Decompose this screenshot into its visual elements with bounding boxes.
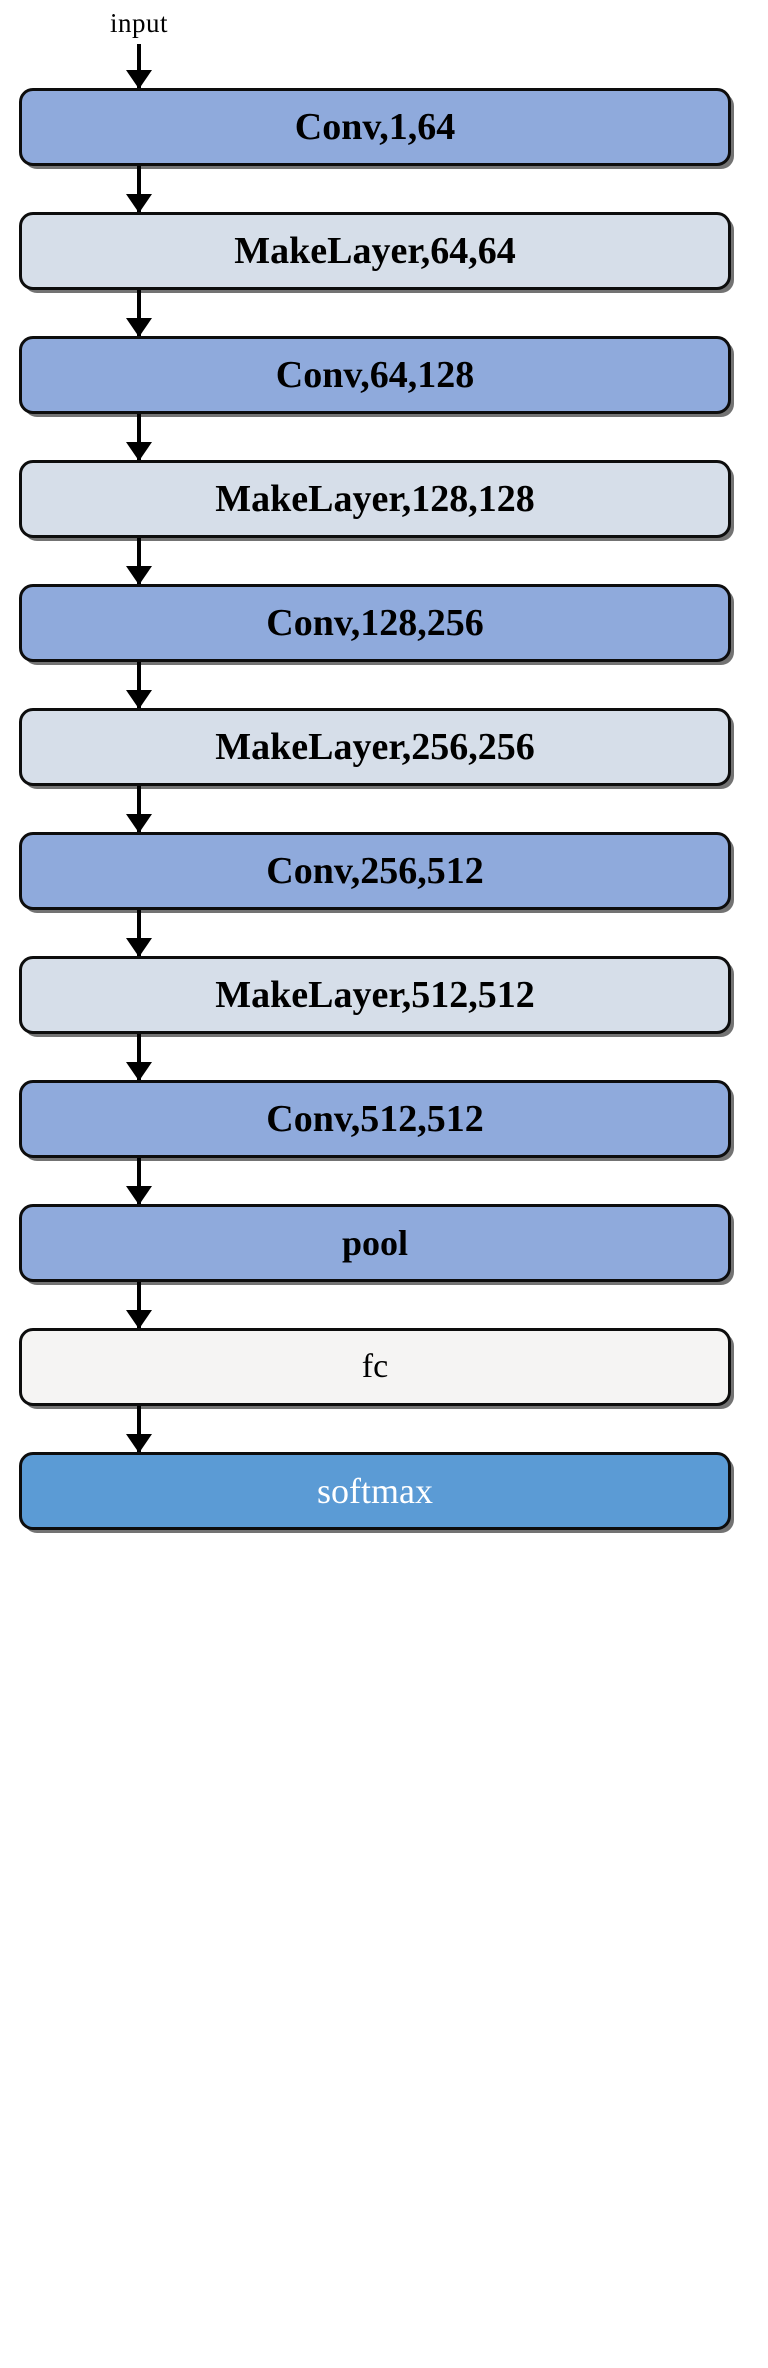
arrow-head-icon <box>126 690 152 709</box>
arrow-head-icon <box>126 318 152 337</box>
arrow-shaft <box>137 662 141 708</box>
node-label: MakeLayer,256,256 <box>215 726 535 768</box>
node-label: Conv,128,256 <box>266 602 484 644</box>
node-makelayer1[interactable]: MakeLayer,64,64 <box>19 212 731 290</box>
arrow-head-icon <box>126 70 152 89</box>
node-pool[interactable]: pool <box>19 1204 731 1282</box>
arrow-head-icon <box>126 194 152 213</box>
edge-makelayer3-to-conv4 <box>126 786 152 833</box>
node-conv4[interactable]: Conv,256,512 <box>19 832 731 910</box>
node-conv3[interactable]: Conv,128,256 <box>19 584 731 662</box>
node-label: fc <box>361 1348 389 1385</box>
edge-conv2-to-makelayer2 <box>126 414 152 461</box>
arrow-head-icon <box>126 442 152 461</box>
arrow-head-icon <box>126 1186 152 1205</box>
node-makelayer3[interactable]: MakeLayer,256,256 <box>19 708 731 786</box>
arrow-shaft <box>137 166 141 212</box>
arrow-head-icon <box>126 938 152 957</box>
edge-pool-to-fc <box>126 1282 152 1329</box>
edge-input-to-conv1 <box>126 44 152 89</box>
edge-makelayer1-to-conv2 <box>126 290 152 337</box>
node-label: MakeLayer,64,64 <box>234 230 516 272</box>
edge-makelayer4-to-conv5 <box>126 1034 152 1081</box>
node-label: pool <box>341 1223 409 1263</box>
arrow-head-icon <box>126 814 152 833</box>
arrow-shaft <box>137 538 141 584</box>
edge-conv5-to-pool <box>126 1158 152 1205</box>
edge-conv4-to-makelayer4 <box>126 910 152 957</box>
arrow-shaft <box>137 910 141 956</box>
arrow-head-icon <box>126 1062 152 1081</box>
arrow-shaft <box>137 44 141 88</box>
arrow-head-icon <box>126 1310 152 1329</box>
edge-conv3-to-makelayer3 <box>126 662 152 709</box>
node-label: MakeLayer,512,512 <box>215 974 535 1016</box>
node-conv2[interactable]: Conv,64,128 <box>19 336 731 414</box>
node-label: softmax <box>317 1471 433 1511</box>
node-label: Conv,256,512 <box>266 850 484 892</box>
node-label: Conv,1,64 <box>294 106 456 148</box>
arrow-head-icon <box>126 1434 152 1453</box>
node-conv1[interactable]: Conv,1,64 <box>19 88 731 166</box>
arrow-shaft <box>137 1158 141 1204</box>
node-makelayer4[interactable]: MakeLayer,512,512 <box>19 956 731 1034</box>
edge-conv1-to-makelayer1 <box>126 166 152 213</box>
node-label: MakeLayer,128,128 <box>215 478 535 520</box>
node-makelayer2[interactable]: MakeLayer,128,128 <box>19 460 731 538</box>
arrow-head-icon <box>126 566 152 585</box>
arrow-shaft <box>137 1282 141 1328</box>
node-fc[interactable]: fc <box>19 1328 731 1406</box>
edge-makelayer2-to-conv3 <box>126 538 152 585</box>
node-softmax[interactable]: softmax <box>19 1452 731 1530</box>
arrow-shaft <box>137 1406 141 1452</box>
node-label: Conv,512,512 <box>266 1098 484 1140</box>
arrow-shaft <box>137 290 141 336</box>
node-conv5[interactable]: Conv,512,512 <box>19 1080 731 1158</box>
node-label: Conv,64,128 <box>275 354 475 396</box>
input-label: input <box>109 8 168 38</box>
arrow-shaft <box>137 786 141 832</box>
arrow-shaft <box>137 1034 141 1080</box>
arrow-shaft <box>137 414 141 460</box>
edge-fc-to-softmax <box>126 1406 152 1453</box>
